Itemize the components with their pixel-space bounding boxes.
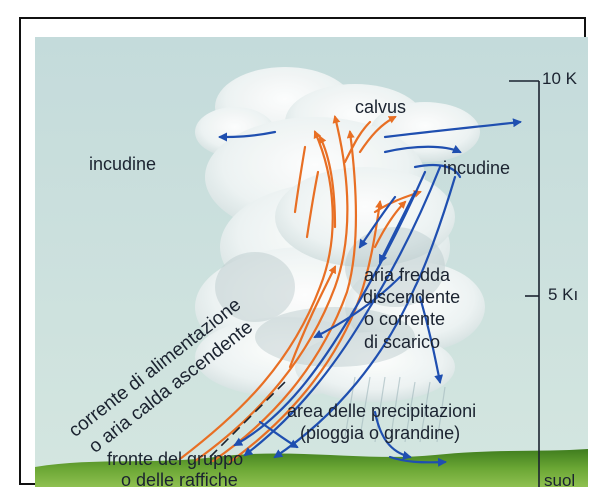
aria-fredda-label: aria fredda (364, 265, 450, 285)
delle-raffiche-label: o delle raffiche (121, 470, 238, 487)
altitude-10km-label: 10 K (542, 69, 577, 89)
pioggia-grandine-label: (pioggia o grandine) (300, 423, 460, 443)
incudine-left-label: incudine (89, 154, 156, 174)
area-precipitazioni-label: area delle precipitazioni (287, 401, 476, 421)
incudine-right-label: incudine (443, 158, 510, 178)
altitude-5km-label: 5 Kı (548, 285, 578, 305)
discendente-label: discendente (363, 287, 460, 307)
diagram-frame: calvus incudine incudine aria fredda dis… (19, 17, 586, 485)
fronte-gruppo-label: fronte del gruppo (107, 449, 243, 469)
altitude-ground-label: suol (544, 471, 575, 487)
calvus-label: calvus (355, 97, 406, 117)
di-scarico-label: di scarico (364, 332, 440, 352)
o-corrente-label: o corrente (364, 309, 445, 329)
thunderstorm-diagram: calvus incudine incudine aria fredda dis… (35, 37, 588, 487)
